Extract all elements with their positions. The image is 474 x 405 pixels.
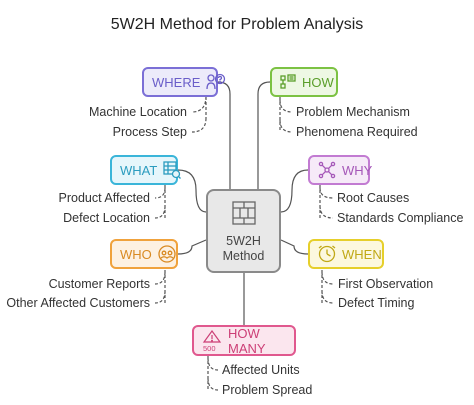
center-label-line1: 5W2H [226,234,261,248]
svg-text:500: 500 [203,344,216,352]
when-label: WHEN [342,246,382,262]
how-many-node[interactable]: 500 HOW MANY [192,325,296,356]
when-item-1: First Observation [338,277,434,291]
people-circle-icon [158,245,176,263]
who-item-1: Customer Reports [48,277,150,291]
layout-grid-icon [231,201,256,228]
how-many-item-2: Problem Spread [222,383,313,397]
why-item-2: Standards Compliance [337,211,464,225]
how-item-1: Problem Mechanism [296,105,410,119]
center-label-line2: Method [222,249,265,263]
network-icon [318,161,336,179]
diagram-title: 5W2H Method for Problem Analysis [110,16,364,33]
how-many-item-1: Affected Units [222,363,300,377]
clock-icon [318,245,336,263]
what-node[interactable]: WHAT [110,155,182,185]
who-label: WHO [120,246,152,262]
how-item-2: Phenomena Required [296,125,418,139]
why-node[interactable]: WHY [308,155,373,185]
where-node[interactable]: WHERE [142,67,226,97]
where-label: WHERE [152,74,201,90]
why-item-1: Root Causes [337,191,410,205]
table-search-icon [163,161,182,179]
where-item-1: Machine Location [89,105,187,119]
person-question-icon [206,73,226,91]
who-node[interactable]: WHO [110,239,178,269]
warning-500-icon: 500 [202,329,222,352]
when-node[interactable]: WHEN [308,239,384,269]
what-item-1: Product Affected [58,191,151,205]
when-item-2: Defect Timing [338,296,415,310]
how-label: HOW [302,74,334,90]
what-item-2: Defect Location [63,211,150,225]
what-label: WHAT [120,162,158,178]
how-many-label: HOW MANY [228,325,266,356]
process-list-icon [280,74,296,90]
where-item-2: Process Step [112,125,187,139]
who-item-2: Other Affected Customers [6,296,150,310]
how-node[interactable]: HOW [270,67,338,97]
why-label: WHY [342,162,373,178]
center-node[interactable]: 5W2H Method [206,189,281,273]
